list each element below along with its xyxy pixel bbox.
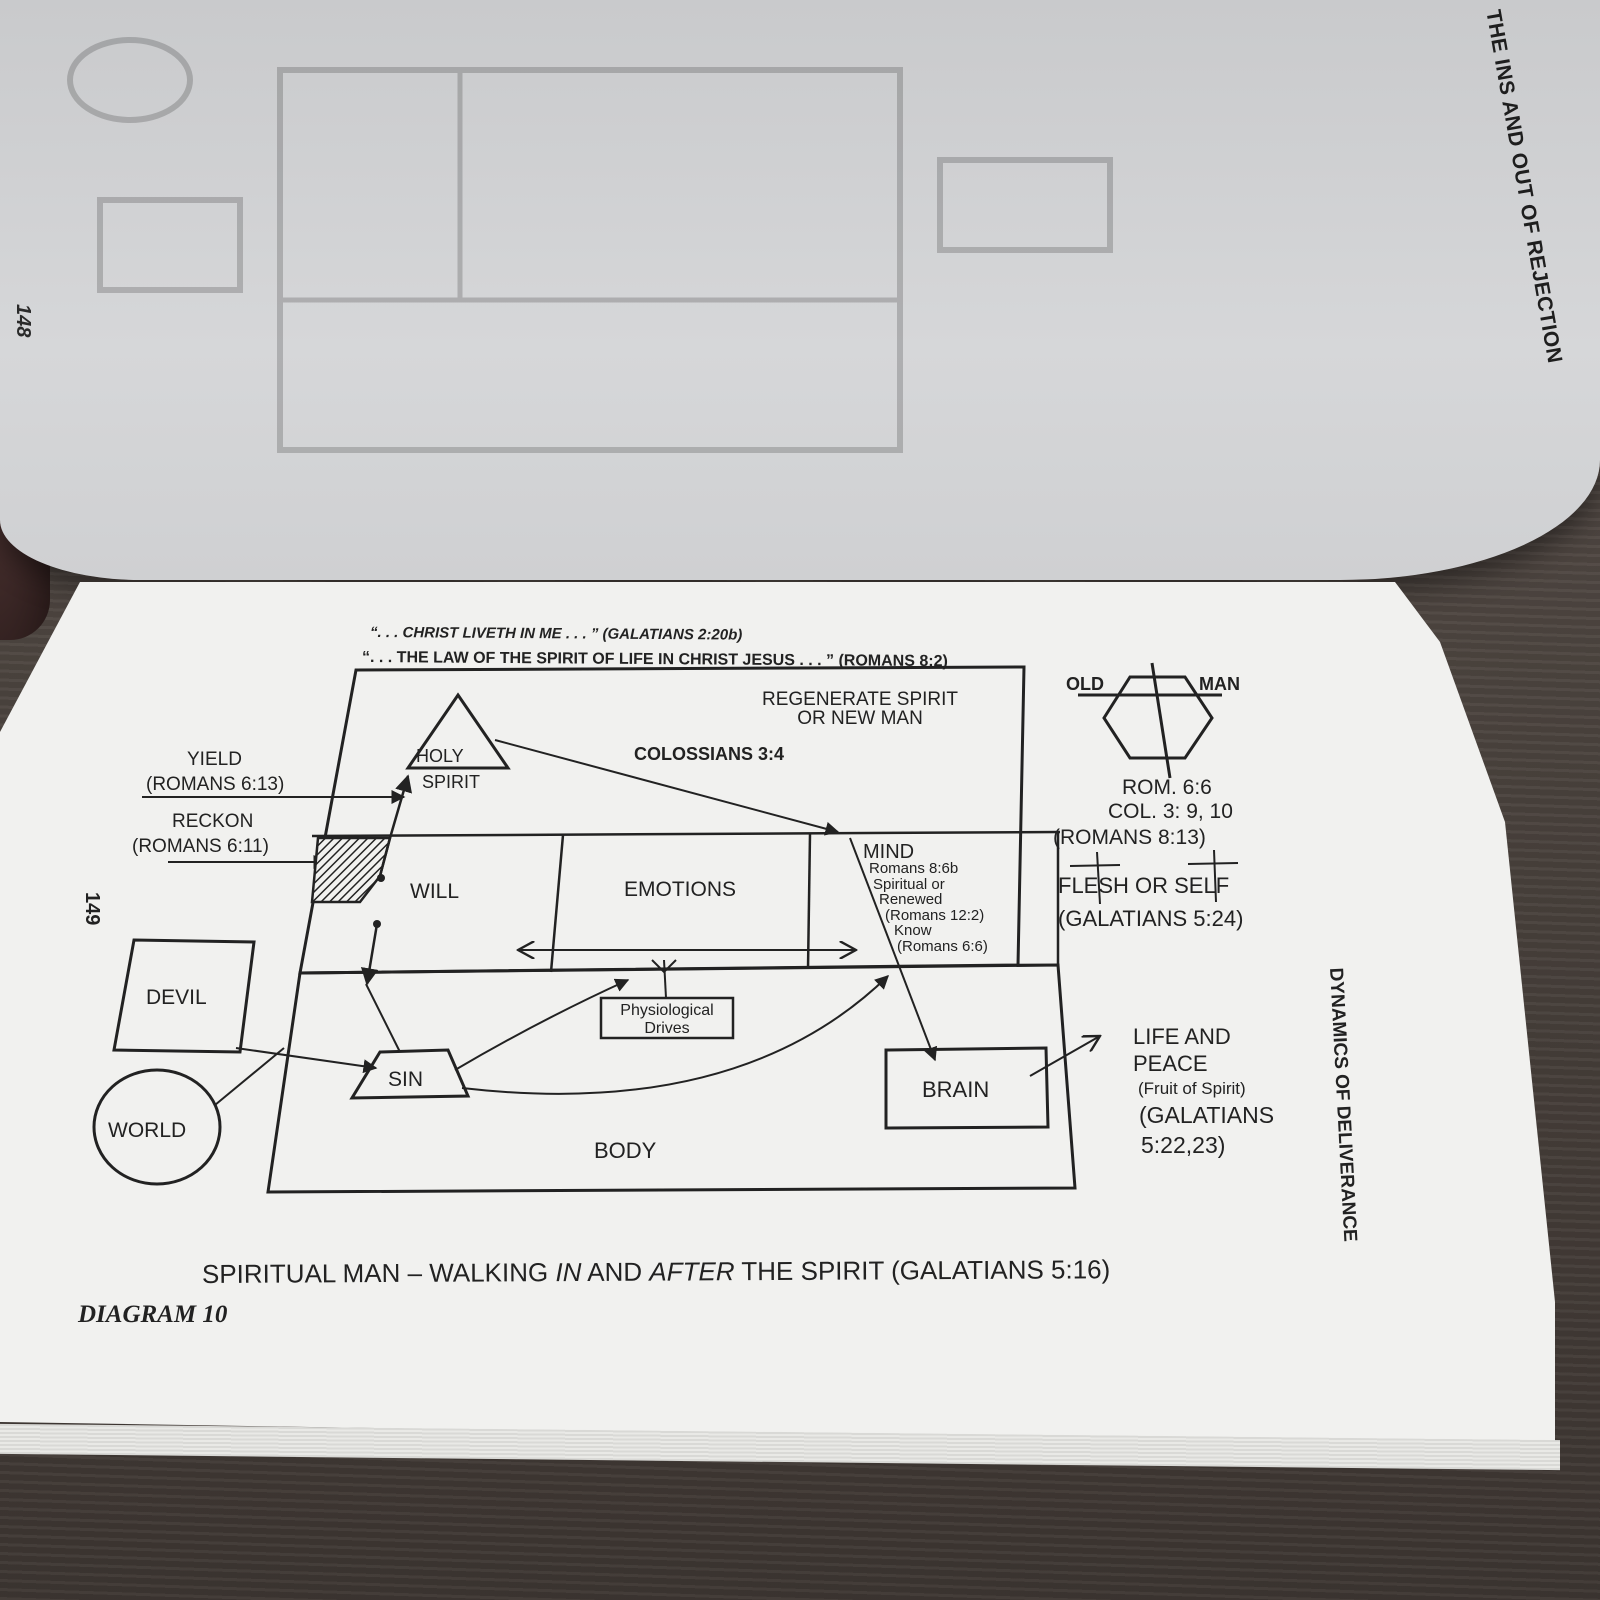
brain-box <box>884 1046 1050 1130</box>
sin-to-will-arrow <box>365 983 401 1053</box>
romans-8-13: (ROMANS 8:13) <box>1053 826 1206 849</box>
world-circle <box>92 1068 222 1186</box>
brain-label: BRAIN <box>922 1077 989 1102</box>
mind-to-brain-arrow <box>849 837 938 1062</box>
mind-ref-renewed: Renewed <box>879 891 942 908</box>
will-pin <box>360 923 379 986</box>
will-emotions-divider <box>549 834 565 973</box>
caption-after: AFTER <box>647 1256 734 1286</box>
emotions-label: EMOTIONS <box>624 878 736 901</box>
flesh-cross-v <box>1096 851 1101 905</box>
spirit-to-mind-arrow <box>494 739 840 836</box>
caption-part-5: THE SPIRIT (GALATIANS 5:16) <box>735 1254 1111 1286</box>
flesh-cross-h <box>1069 864 1121 867</box>
mind-ref-spiritual: Spiritual or <box>873 876 945 893</box>
galatians-5-24: (GALATIANS 5:24) <box>1058 906 1243 931</box>
drives-up-stem <box>663 959 667 999</box>
galatians-5-22-23: 5:22,23) <box>1141 1132 1225 1158</box>
reckon-label: RECKON <box>172 811 253 832</box>
peace-label: PEACE <box>1133 1051 1208 1076</box>
facing-page-148: 148 THE INS AND OUT OF REJECTION <box>0 0 1600 580</box>
mind-ref-know: Know <box>894 922 932 939</box>
self-cross-v <box>1213 849 1217 903</box>
life-and-label: LIFE AND <box>1133 1024 1231 1049</box>
will-pin-dot <box>373 920 381 928</box>
sin-to-emotions-curve <box>454 978 630 1071</box>
col-3-9-10: COL. 3: 9, 10 <box>1108 800 1233 823</box>
fruit-of-spirit: (Fruit of Spirit) <box>1138 1079 1246 1098</box>
mind-label: MIND <box>863 841 914 863</box>
page-149 <box>0 582 1555 1447</box>
body-box <box>266 963 1077 1194</box>
diagram-number-label: DIAGRAM 10 <box>77 1301 228 1328</box>
mind-ref-romans-8-6b: Romans 8:6b <box>869 860 958 877</box>
new-man-label: OR NEW MAN <box>797 708 923 729</box>
devil-label: DEVIL <box>146 986 207 1009</box>
spirit-label: SPIRIT <box>422 772 480 792</box>
caption-in: IN <box>555 1257 581 1287</box>
old-man-cross-vertical <box>1150 662 1172 779</box>
world-label: WORLD <box>108 1119 186 1142</box>
regenerate-spirit-label: REGENERATE SPIRIT <box>762 689 958 710</box>
old-label: OLD <box>1066 674 1104 694</box>
devil-to-sin-line <box>235 1047 378 1074</box>
sin-label: SIN <box>388 1068 423 1091</box>
sin-trapezoid <box>349 1048 471 1100</box>
devil-box <box>112 938 256 1054</box>
physiological-label: Physiological <box>620 1002 713 1019</box>
rom-6-6: ROM. 6:6 <box>1122 776 1212 799</box>
holy-spirit-triangle <box>405 692 511 770</box>
reckon-reference: (ROMANS 6:11) <box>132 836 269 857</box>
yield-label: YIELD <box>187 749 242 770</box>
mind-ref-romans-12-2: (Romans 12:2) <box>885 907 984 924</box>
old-man-hexagon <box>1102 675 1214 760</box>
galatians-label: (GALATIANS <box>1139 1102 1274 1128</box>
man-label: MAN <box>1199 674 1240 694</box>
flesh-or-self: FLESH OR SELF <box>1058 873 1229 898</box>
page-number-149: 149 <box>81 892 103 925</box>
colossians-3-4-label: COLOSSIANS 3:4 <box>634 744 784 764</box>
self-cross-h <box>1187 862 1239 865</box>
drives-fork-icon <box>651 959 677 974</box>
caption-part-3: AND <box>581 1257 649 1287</box>
will-junction-dot <box>377 874 385 882</box>
emotions-mind-divider <box>806 833 812 970</box>
soul-band-top <box>311 830 1061 838</box>
quote-galatians-2-20: “. . . CHRIST LIVETH IN ME . . . ” (GALA… <box>370 624 742 644</box>
will-label: WILL <box>410 880 459 903</box>
quote-romans-8-2: “. . . THE LAW OF THE SPIRIT OF LIFE IN … <box>362 649 948 670</box>
sin-to-mind-curve <box>461 975 890 1095</box>
caption-part-1: SPIRITUAL MAN – WALKING <box>202 1257 556 1289</box>
physiological-drives-box <box>599 996 735 1040</box>
brain-to-life-arrow <box>1029 1036 1100 1077</box>
diagram-caption: SPIRITUAL MAN – WALKING IN AND AFTER THE… <box>202 1254 1110 1289</box>
yield-reference: (ROMANS 6:13) <box>146 774 284 795</box>
holy-label: HOLY <box>416 746 464 766</box>
body-label: BODY <box>594 1138 657 1163</box>
mind-ref-romans-6-6: (Romans 6:6) <box>897 938 988 955</box>
will-hatched-area <box>310 836 392 904</box>
world-to-sin-line <box>214 1047 285 1106</box>
will-to-spirit-hook <box>378 774 413 877</box>
bleed-through-diagram <box>67 37 1113 453</box>
running-head-bottom: DYNAMICS OF DELIVERANCE <box>1325 967 1360 1242</box>
drives-label: Drives <box>644 1020 689 1037</box>
